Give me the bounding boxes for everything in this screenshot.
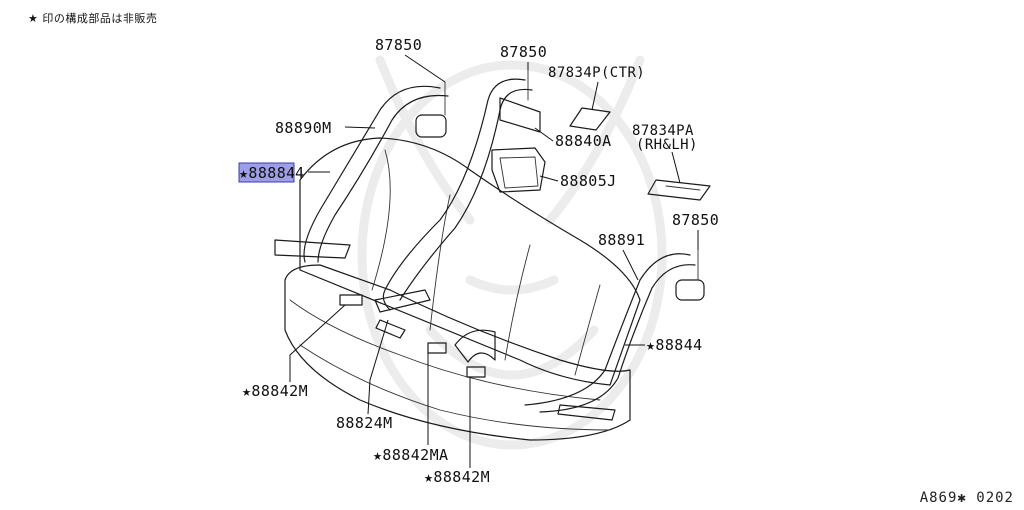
label-87850-left[interactable]: 87850 bbox=[375, 36, 422, 54]
label-88891[interactable]: 88891 bbox=[598, 231, 645, 249]
label-87850-right[interactable]: 87850 bbox=[672, 211, 719, 229]
label-87834pa[interactable]: 87834PA bbox=[632, 123, 694, 139]
watermark-emblem bbox=[357, 55, 667, 450]
label-88884-highlighted[interactable]: ★88884 bbox=[239, 164, 296, 182]
escutcheon-rh-lh bbox=[647, 179, 711, 201]
label-88840a[interactable]: 88840A bbox=[555, 132, 612, 150]
left-buckle bbox=[339, 294, 363, 306]
utility-tray bbox=[491, 147, 546, 193]
label-88890m[interactable]: 88890M bbox=[275, 119, 332, 137]
label-87834p-ctr[interactable]: 87834P(CTR) bbox=[548, 65, 645, 81]
right-seat-belt bbox=[524, 249, 705, 421]
highlighted-part-marker bbox=[238, 162, 295, 183]
label-88842m-left[interactable]: ★88842M bbox=[242, 382, 308, 400]
label-88842m-bottom[interactable]: ★88842M bbox=[424, 468, 490, 486]
label-88884-suffix: 4 bbox=[295, 164, 304, 182]
diagram-code: A869✱ 0202 bbox=[919, 490, 1014, 506]
escutcheon-ctr bbox=[569, 107, 611, 131]
label-88824m[interactable]: 88824M bbox=[336, 414, 393, 432]
seat-back bbox=[299, 137, 641, 386]
center-buckle bbox=[427, 329, 496, 378]
label-88842ma[interactable]: ★88842MA bbox=[373, 446, 448, 464]
left-seat-belt bbox=[274, 81, 449, 263]
label-rh-lh: (RH&LH) bbox=[636, 137, 698, 153]
label-87850-center[interactable]: 87850 bbox=[500, 43, 547, 61]
non-sale-note: ★ 印の構成部品は非販売 bbox=[28, 12, 158, 25]
leader-lines bbox=[289, 54, 699, 468]
label-88805j[interactable]: 88805J bbox=[560, 172, 617, 190]
label-88844[interactable]: ★88844 bbox=[646, 336, 703, 354]
seat-cushion bbox=[284, 264, 631, 441]
